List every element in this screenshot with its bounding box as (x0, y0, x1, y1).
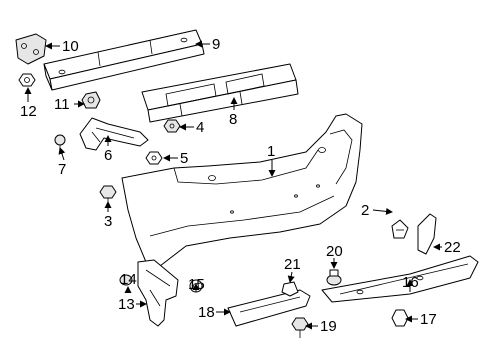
nut-12 (18, 73, 36, 87)
callout-7: 7 (58, 161, 66, 178)
callout-19: 19 (320, 318, 337, 335)
callout-labels: 1 2 3 4 5 6 7 8 9 10 11 12 13 14 15 16 1… (20, 36, 461, 335)
lower-molding-16 (321, 255, 479, 303)
clip-2 (391, 219, 409, 239)
lower-bracket-13 (137, 259, 179, 327)
bracket-10 (15, 33, 47, 65)
callout-6: 6 (104, 147, 112, 164)
callout-15: 15 (188, 276, 205, 293)
rear-bumper-cover (121, 113, 363, 267)
callout-2: 2 (361, 202, 369, 219)
callout-3: 3 (104, 213, 112, 230)
callout-17: 17 (420, 311, 437, 328)
nut-5 (145, 151, 163, 165)
callout-10: 10 (62, 38, 79, 55)
callout-13: 13 (118, 296, 135, 313)
callout-16: 16 (402, 274, 419, 291)
callout-20: 20 (326, 243, 343, 260)
reflector-22 (417, 213, 437, 255)
screw-19 (291, 317, 309, 338)
callout-11: 11 (54, 96, 70, 113)
callout-4: 4 (196, 119, 204, 136)
callout-21: 21 (284, 256, 301, 273)
clip-nut-11 (81, 91, 101, 109)
clip-17 (391, 309, 409, 327)
retainer-20 (326, 269, 342, 286)
callout-18: 18 (198, 304, 215, 321)
screw-4 (163, 119, 181, 133)
callout-14: 14 (120, 271, 137, 288)
energy-absorber (141, 63, 299, 123)
leader-lines (24, 40, 442, 330)
callout-9: 9 (212, 36, 220, 53)
reinforcement-bar (43, 29, 205, 91)
callout-12: 12 (20, 103, 37, 120)
side-bracket-6 (79, 117, 149, 151)
callout-5: 5 (180, 150, 188, 167)
screw-3 (99, 185, 117, 204)
callout-8: 8 (229, 111, 237, 128)
callout-1: 1 (267, 143, 275, 160)
callout-22: 22 (444, 239, 461, 256)
clip-14 (119, 274, 133, 286)
